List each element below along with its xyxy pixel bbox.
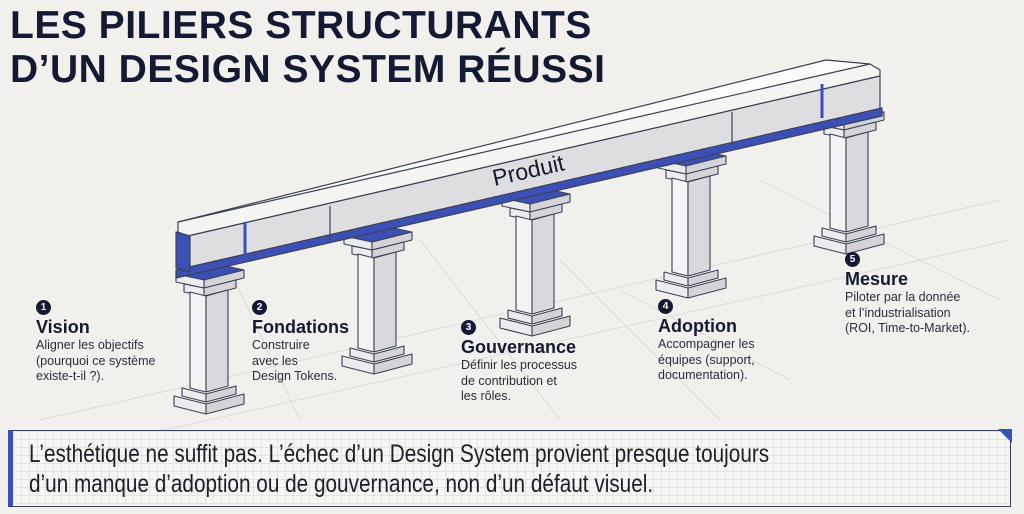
pillar-description: Aligner les objectifs (pourquoi ce systè… (36, 338, 156, 383)
pillar-cap-side (685, 155, 727, 175)
pillar-number-badge: 4 (658, 299, 673, 314)
pillar-name: Gouvernance (461, 337, 577, 357)
pillar-cap-lower-side (371, 241, 405, 259)
pillar-plinth-side (205, 393, 245, 415)
pillar-description: Définir les processus de contribution et… (461, 358, 578, 403)
pillar-shaft-front (189, 291, 207, 393)
pillar-fondations-drawing (341, 225, 413, 375)
pillar-base-side (687, 269, 719, 287)
pillar-plinth-side (531, 315, 571, 337)
title-line-2: D’UN DESIGN SYSTEM RÉUSSI (10, 48, 606, 91)
pillar-cap-side (371, 231, 413, 251)
pillar-vision: 1 Vision Aligner les objectifs (pourquoi… (36, 297, 156, 385)
pillar-vision-drawing (173, 263, 245, 415)
pillar-base-side (205, 385, 237, 403)
pillar-description: Piloter par la donnée et l’industrialisa… (845, 290, 971, 335)
pillars-group (173, 105, 885, 415)
pillar-name: Adoption (658, 316, 737, 336)
pillar-cap-side (203, 269, 245, 289)
key-message-line-1: L’esthétique ne suffit pas. L’échec d’un… (29, 440, 770, 468)
pillar-shaft-front (515, 215, 533, 315)
pillar-shaft-front (357, 253, 375, 353)
page-title: LES PILIERS STRUCTURANTS D’UN DESIGN SYS… (10, 4, 605, 92)
pillar-number-badge: 5 (845, 252, 860, 267)
pillar-shaft-side (205, 289, 229, 393)
pillar-name: Mesure (845, 269, 909, 289)
key-message-text: L’esthétique ne suffit pas. L’échec d’un… (29, 439, 769, 499)
pillar-base-side (373, 345, 405, 363)
pillar-number-badge: 1 (36, 300, 51, 315)
key-message-line-2: d’un manque d’adoption ou de gouvernance… (29, 470, 654, 498)
title-line-1: LES PILIERS STRUCTURANTS (10, 4, 592, 47)
pillar-shaft-side (845, 131, 869, 233)
beam-bottom-flange (175, 107, 883, 279)
pillar-gouvernance-drawing (499, 187, 571, 337)
pillar-cap-lower-side (685, 165, 719, 183)
key-message-banner: L’esthétique ne suffit pas. L’échec d’un… (8, 429, 1012, 507)
pillar-shaft-front (671, 177, 689, 277)
pillar-base-side (531, 307, 563, 325)
pillar-name: Fondations (252, 317, 349, 337)
pillar-number-badge: 2 (252, 300, 267, 315)
pillar-plinth-side (373, 353, 413, 375)
pillar-description: Construire avec les Design Tokens. (252, 338, 338, 383)
pillar-cap-lower-side (843, 121, 877, 139)
pillar-adoption: 4 Adoption Accompagner les équipes (supp… (658, 296, 755, 384)
pillar-cap-side (529, 193, 571, 213)
pillar-shaft-side (373, 251, 397, 353)
pillar-shaft-side (531, 213, 555, 315)
beam: Produit (175, 59, 883, 279)
pillar-number-badge: 3 (461, 320, 476, 335)
folded-corner-icon (998, 429, 1012, 443)
pillar-description: Accompagner les équipes (support, docume… (658, 337, 755, 382)
pillar-plinth-side (845, 233, 885, 255)
pillar-fondations: 2 Fondations Construire avec les Design … (252, 297, 349, 385)
pillar-base-side (845, 225, 877, 243)
pillar-cap-lower-side (203, 279, 237, 297)
pillar-name: Vision (36, 317, 90, 337)
pillar-plinth-side (687, 277, 727, 299)
pillar-mesure: 5 Mesure Piloter par la donnée et l’indu… (845, 249, 970, 337)
pillar-shaft-side (687, 175, 711, 277)
pillar-cap-lower-side (529, 203, 563, 221)
pillar-shaft-front (829, 133, 847, 233)
pillar-gouvernance: 3 Gouvernance Définir les processus de c… (461, 317, 577, 405)
pillar-adoption-drawing (655, 149, 727, 299)
